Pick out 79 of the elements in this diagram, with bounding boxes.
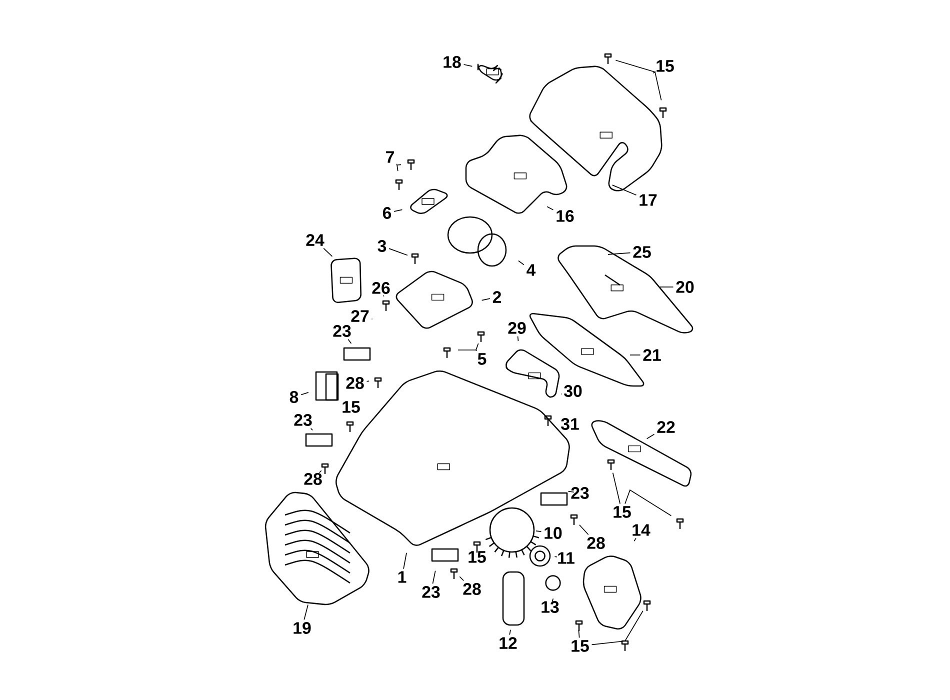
leader-line	[517, 336, 519, 342]
callout-number: 14	[632, 524, 650, 536]
leader-line	[552, 598, 554, 602]
callout-number: 25	[633, 246, 651, 258]
callout-number: 12	[500, 637, 517, 649]
leader-line	[323, 248, 333, 257]
callout-number: 13	[542, 601, 559, 613]
leader-line	[568, 490, 574, 493]
callout-number: 1	[398, 571, 406, 583]
leader-line	[591, 610, 644, 646]
callout-number: 2	[492, 291, 502, 303]
callout-number: 3	[378, 240, 386, 252]
callout-number: 23	[422, 586, 440, 598]
callout-number: 15	[468, 551, 486, 563]
callout-number: 23	[333, 325, 351, 337]
callout-number: 15	[656, 60, 674, 72]
leader-line	[300, 392, 309, 396]
leader-line	[652, 71, 662, 101]
leader-line	[348, 338, 352, 344]
leader-line	[554, 556, 558, 558]
callout-number: 26	[372, 282, 390, 294]
leader-line	[463, 64, 473, 67]
callout-number: 31	[561, 418, 579, 430]
leader-line	[388, 248, 408, 256]
leader-line	[612, 472, 620, 504]
leader-line	[476, 343, 479, 352]
callout-number: 18	[444, 56, 461, 68]
callout-number: 19	[294, 622, 311, 634]
leader-line	[459, 576, 464, 582]
leader-line	[646, 434, 655, 440]
leader-line	[403, 552, 407, 570]
callout-number: 20	[676, 281, 694, 293]
leader-line	[660, 286, 674, 288]
callout-number: 16	[556, 210, 574, 222]
callout-number: 30	[564, 385, 582, 397]
leader-line	[518, 260, 524, 266]
callout-number: 21	[643, 349, 661, 361]
callout-number: 28	[346, 377, 364, 389]
callout-number: 22	[657, 421, 675, 433]
leader-line	[318, 470, 322, 474]
callout-number: 7	[386, 151, 394, 163]
callout-number: 15	[614, 506, 631, 518]
callout-number: 29	[508, 322, 526, 334]
leader-line	[432, 570, 436, 584]
callout-number: 4	[526, 264, 536, 276]
callout-number: 28	[587, 537, 605, 549]
callout-number: 28	[463, 583, 481, 595]
callout-number: 8	[290, 391, 298, 403]
leader-line	[624, 489, 672, 516]
leader-line	[396, 164, 398, 172]
leader-line	[396, 164, 402, 166]
leader-line	[615, 60, 656, 74]
callout-number: 23	[294, 414, 312, 426]
callout-number: 11	[558, 552, 574, 564]
leader-line	[509, 629, 511, 636]
leader-line	[546, 206, 554, 210]
callout-number: 15	[342, 401, 360, 413]
leader-line	[578, 524, 589, 536]
leader-line	[366, 380, 370, 382]
leader-line	[304, 604, 308, 620]
callout-number: 15	[572, 640, 589, 652]
leader-line	[634, 538, 636, 542]
callout-number: 5	[478, 353, 486, 365]
leader-line	[458, 350, 477, 352]
callout-number: 23	[571, 487, 589, 499]
callout-number: 17	[640, 194, 657, 206]
callout-number: 10	[544, 527, 562, 539]
callout-number: 24	[306, 234, 324, 246]
leader-line	[578, 630, 580, 638]
callout-number: 27	[351, 310, 369, 322]
leader-line	[536, 530, 542, 532]
leader-line	[608, 252, 631, 255]
leader-line	[481, 298, 490, 301]
leader-line	[394, 209, 403, 212]
leader-line	[630, 354, 641, 356]
callout-number: 6	[382, 207, 392, 219]
callout-number: 28	[304, 473, 322, 485]
leader-line	[612, 184, 637, 196]
leader-line	[310, 428, 313, 431]
